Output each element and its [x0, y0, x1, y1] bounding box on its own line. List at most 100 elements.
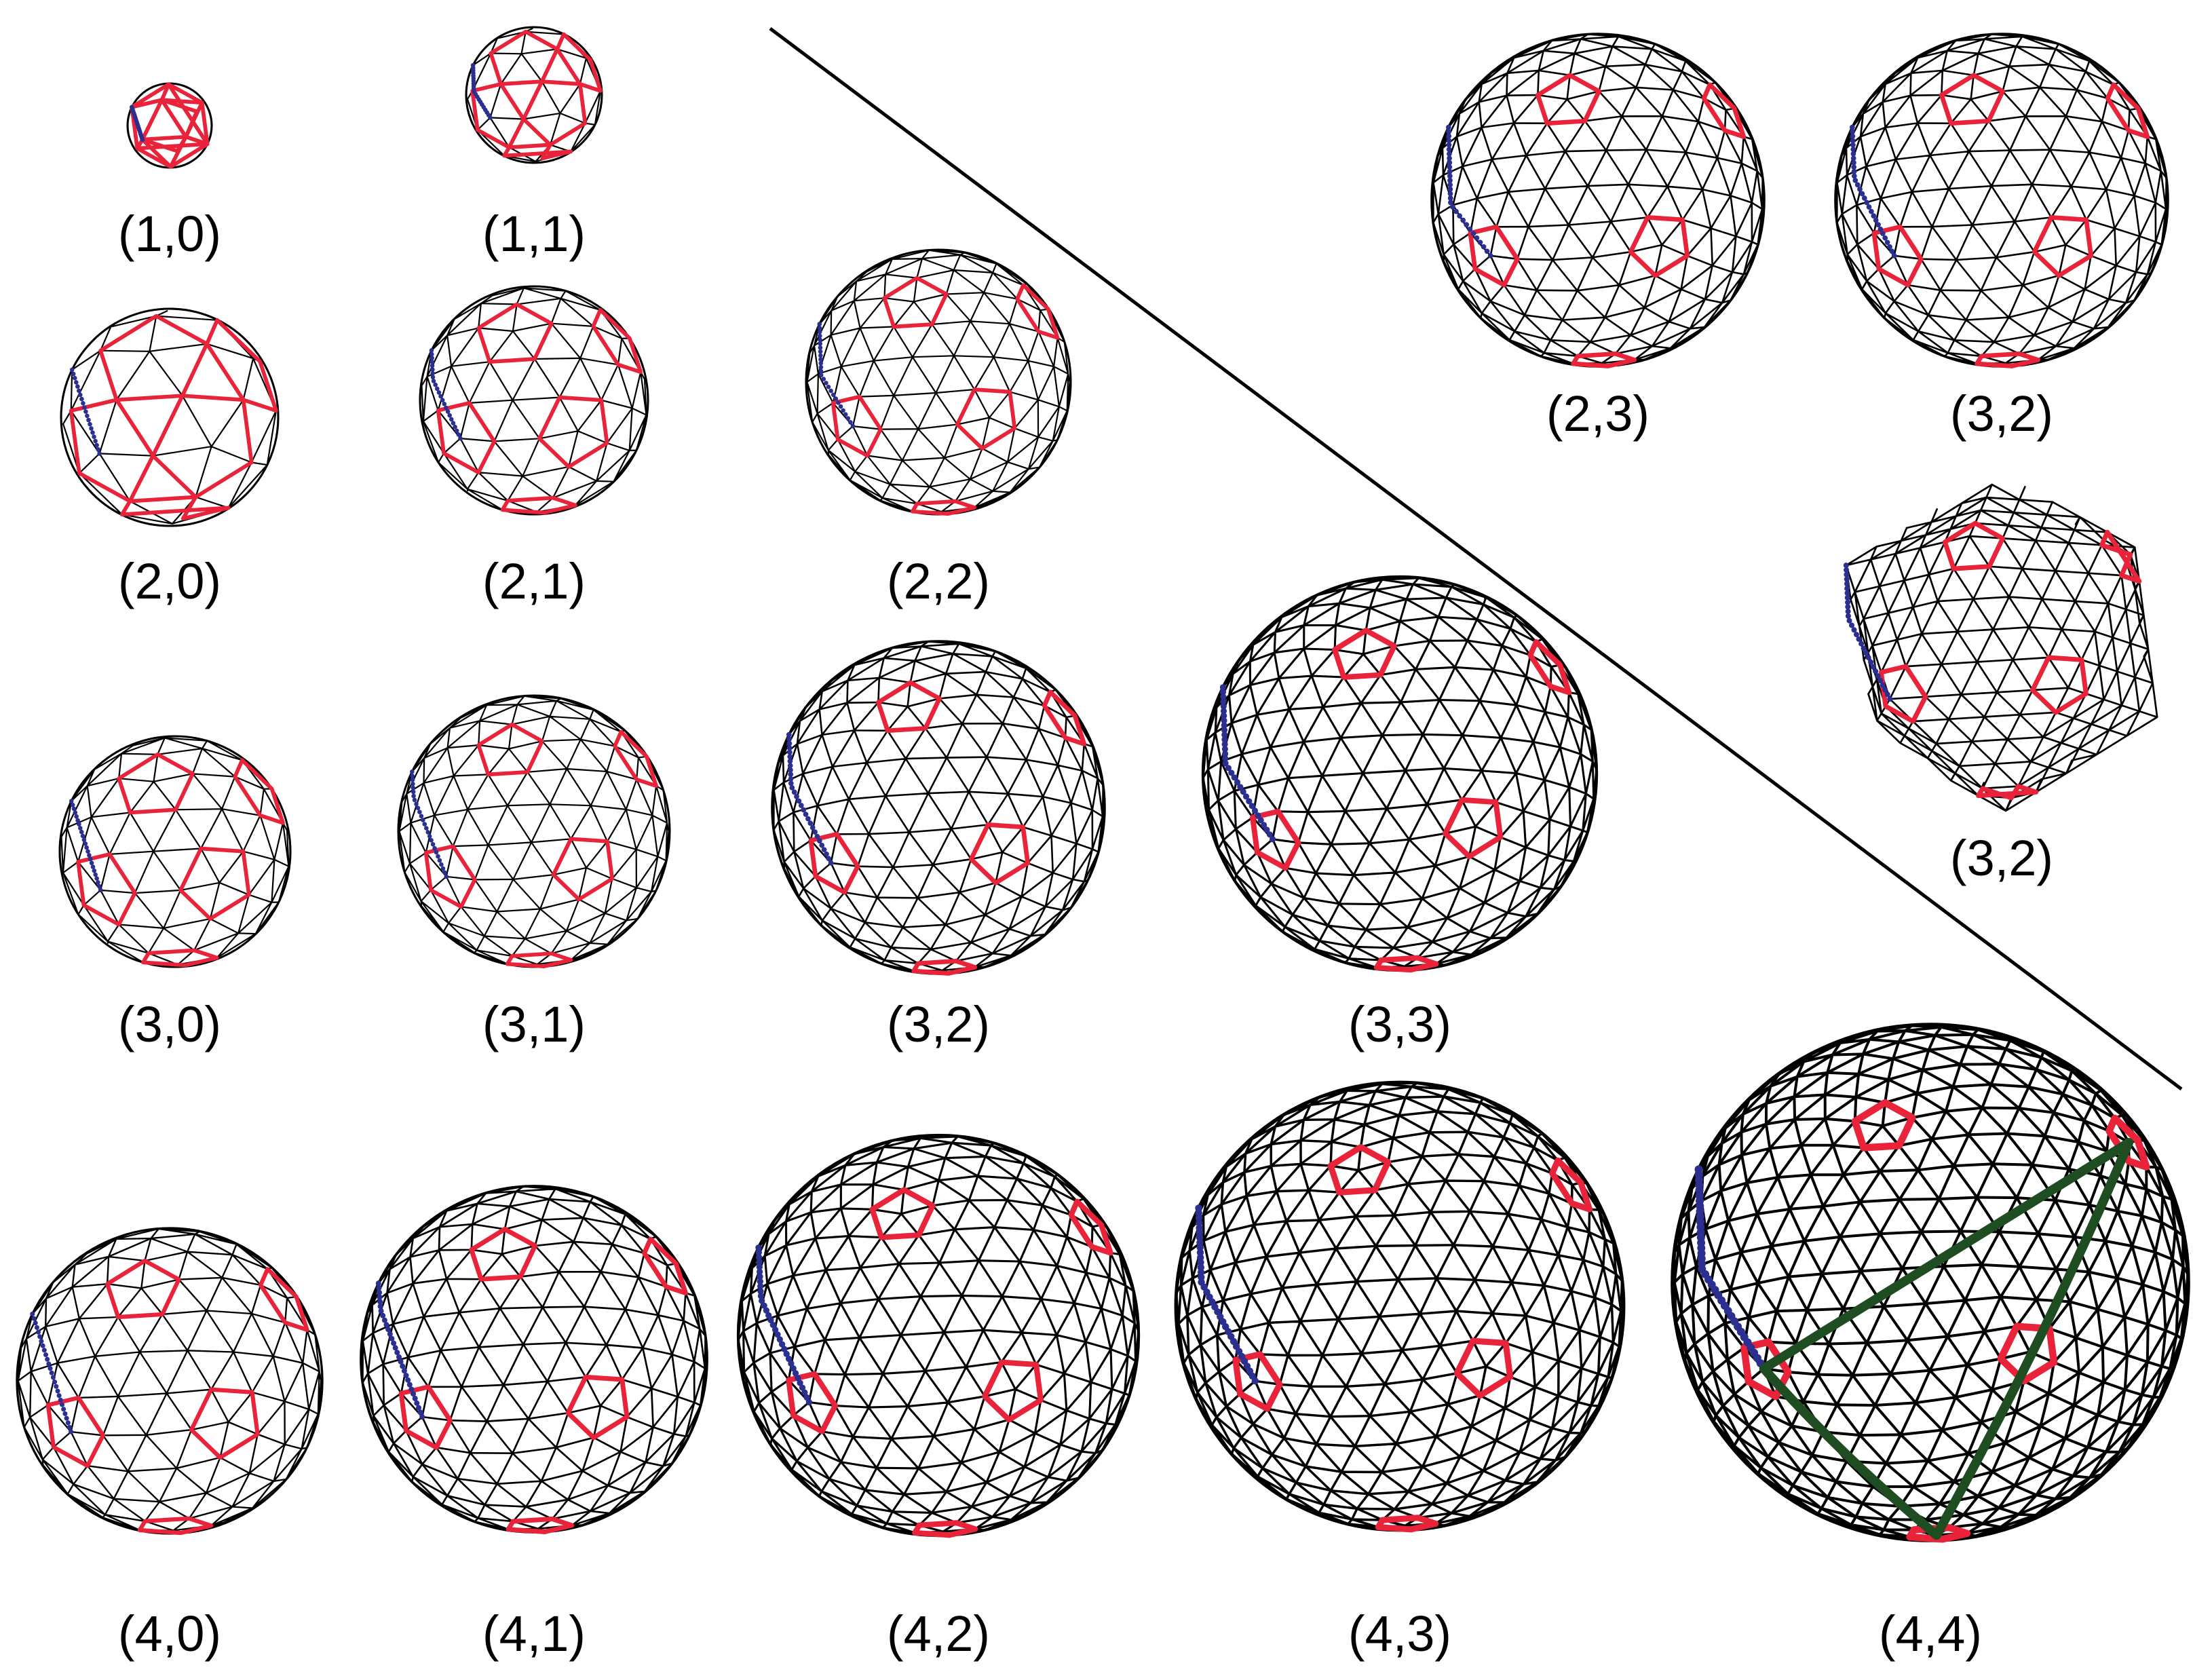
path-dot [828, 860, 834, 866]
hk-path [470, 62, 493, 120]
pentagon [2099, 529, 2142, 584]
path-dot [781, 1346, 788, 1352]
path-dot [1221, 741, 1228, 748]
pentagon [469, 1226, 538, 1282]
path-dot [97, 451, 102, 456]
path-dot [1197, 1259, 1204, 1266]
path-dot [78, 826, 83, 831]
pentagon [786, 1371, 838, 1434]
mesh-lines [1201, 575, 1599, 972]
pentagon [233, 758, 285, 825]
path-dot [1870, 664, 1876, 670]
path-dot [35, 1329, 41, 1335]
pentagon [1878, 664, 1928, 724]
mesh-3-2-faceted [1843, 483, 2158, 812]
path-dot [1447, 173, 1453, 179]
path-dot [787, 763, 793, 769]
path-dot [1221, 717, 1227, 724]
label-2-1: (2,1) [482, 553, 586, 609]
path-dot [1854, 182, 1861, 188]
path-dot [1845, 599, 1851, 605]
pentagon [140, 98, 210, 169]
pentagon [911, 958, 978, 976]
path-dot [415, 1405, 422, 1411]
path-dot [756, 1268, 763, 1275]
path-dot [1457, 213, 1462, 218]
path-dot [389, 1335, 395, 1342]
mesh-3-2-mirror [1834, 33, 2169, 368]
path-dot [767, 1316, 774, 1324]
path-dot [378, 1308, 384, 1314]
label-3-1: (3,1) [482, 996, 586, 1052]
path-dot [790, 1365, 797, 1372]
label-3-2-faceted: (3,2) [1950, 830, 2053, 886]
mesh-lines [1671, 1023, 2190, 1542]
path-dot [838, 404, 843, 409]
path-dot [788, 1360, 795, 1367]
mesh-2-0 [60, 307, 280, 527]
path-dot [421, 818, 425, 822]
path-dot [70, 802, 75, 807]
path-dot [1197, 1268, 1205, 1276]
path-dot [759, 1297, 765, 1304]
path-dot [1850, 147, 1856, 153]
path-dot [411, 785, 416, 791]
path-dot [47, 1366, 53, 1371]
path-dot [816, 838, 822, 844]
path-dot [1861, 645, 1867, 651]
pentagon [1232, 1351, 1283, 1412]
path-dot [33, 1320, 38, 1326]
path-dot [430, 356, 434, 360]
path-dot [37, 1334, 43, 1339]
path-dot [818, 349, 823, 354]
pentagon [1628, 215, 1690, 278]
path-dot [1196, 1219, 1203, 1227]
path-dot [821, 377, 826, 381]
path-dot [1844, 581, 1850, 587]
path-dot [1467, 226, 1473, 232]
path-dot [88, 421, 92, 427]
path-dot [787, 754, 793, 760]
path-dot [831, 392, 836, 398]
path-dot [419, 1414, 425, 1420]
path-dot [757, 1273, 763, 1280]
path-dot [1221, 746, 1228, 753]
mesh-4-0 [16, 1227, 324, 1536]
path-dot [786, 736, 792, 742]
pentagon [398, 1384, 453, 1450]
path-dot [757, 1293, 765, 1299]
path-dot [444, 874, 449, 879]
path-dot [411, 793, 416, 799]
path-dot [1844, 571, 1850, 577]
pentagon [189, 1387, 260, 1460]
pentagon-markers [436, 302, 643, 515]
mesh-3-2 [771, 640, 1106, 976]
mesh-3-0 [58, 735, 292, 968]
mesh-lines [419, 285, 649, 516]
path-dot [1875, 222, 1881, 227]
path-dot [1222, 755, 1229, 762]
path-dot [34, 1325, 39, 1330]
path-dot [1863, 650, 1869, 656]
path-dot [789, 785, 795, 791]
mesh-2-1 [419, 285, 649, 516]
path-dot [833, 396, 839, 401]
path-dot [1221, 722, 1227, 729]
path-dot [1850, 133, 1856, 139]
hk-path [69, 799, 103, 893]
path-dot [401, 1368, 407, 1374]
path-dot [83, 409, 88, 414]
path-dot [1882, 687, 1888, 693]
path-dot [824, 851, 829, 857]
path-dot [83, 841, 88, 846]
path-dot [430, 351, 434, 357]
path-dot [411, 781, 415, 786]
path-dot [1861, 195, 1867, 201]
path-dot [788, 772, 794, 778]
path-dot [430, 370, 435, 376]
highlight-triangle [1759, 1137, 2134, 1540]
path-dot [1865, 654, 1871, 661]
path-dot [79, 829, 84, 835]
path-dot [1251, 807, 1259, 814]
path-dot [435, 386, 440, 392]
